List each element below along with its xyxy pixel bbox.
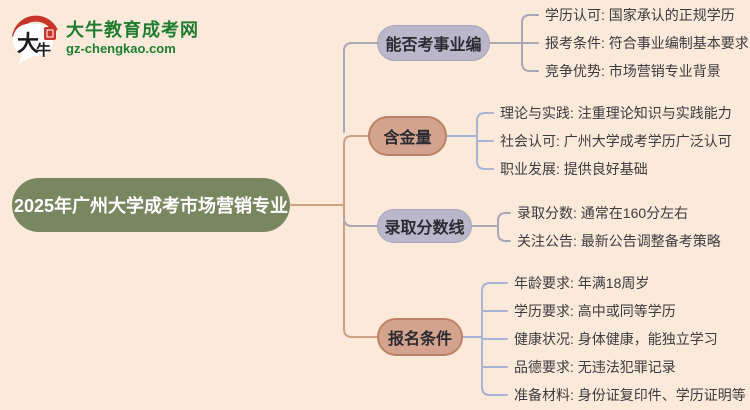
logo-speech-bubble: [13, 24, 53, 56]
branch4-bracket: [462, 282, 508, 396]
leaf-text: 职业发展: 提供良好基础: [500, 161, 648, 177]
branch2-bracket: [446, 112, 494, 170]
logo-bubble-graphic: 大 牛: [12, 15, 58, 64]
root-node-title: 2025年广州大学成考市场营销专业: [12, 178, 290, 232]
branch3-connector-line: [343, 217, 378, 227]
branch3-bracket: [471, 212, 511, 242]
branch-node-admission-score: 录取分数线: [377, 209, 472, 243]
logo-text-block: 大牛教育成考网 gz-chengkao.com: [66, 19, 199, 57]
leaf-text: 录取分数: 通常在160分左右: [517, 205, 689, 221]
logo-char-small: 牛: [36, 41, 51, 59]
leaf-text: 理论与实践: 注重理论知识与实践能力: [500, 105, 732, 121]
leaf-text: 健康状况: 身体健康，能独立学习: [514, 331, 718, 347]
site-logo: 大 牛 大牛教育成考网 gz-chengkao.com: [10, 10, 199, 65]
logo-seal-mark: [46, 29, 54, 38]
branch-node-value: 含金量: [368, 116, 447, 156]
leaf-text: 准备材料: 身份证复印件、学历证明等: [514, 387, 746, 403]
logo-seal-icon: [44, 27, 56, 40]
trunk-salmon-line: [343, 135, 378, 338]
branch-node-registration-requirements: 报名条件: [377, 318, 463, 356]
leaf-text: 年龄要求: 年满18周岁: [514, 275, 650, 291]
leaf-text: 报考条件: 符合事业编制基本要求: [545, 35, 749, 51]
leaf-text: 竞争优势: 市场营销专业背景: [545, 63, 721, 79]
site-name: 大牛教育成考网: [66, 19, 199, 40]
branch1-connector-line: [343, 42, 378, 133]
leaf-text: 社会认可: 广州大学成考学历广泛认可: [500, 133, 732, 149]
logo-bubble-tail: [18, 53, 33, 64]
leaf-text: 学历要求: 高中或同等学历: [514, 303, 676, 319]
branch-node-career-eligibility: 能否考事业编: [377, 25, 490, 61]
logo-char-big: 大: [17, 31, 39, 56]
leaf-text: 品德要求: 无违法犯罪记录: [514, 359, 676, 375]
leaf-text: 关注公告: 最新公告调整备考策略: [517, 233, 721, 249]
branch1-bracket: [489, 14, 539, 72]
site-url: gz-chengkao.com: [66, 40, 176, 56]
leaf-text: 学历认可: 国家承认的正规学历: [545, 7, 735, 23]
